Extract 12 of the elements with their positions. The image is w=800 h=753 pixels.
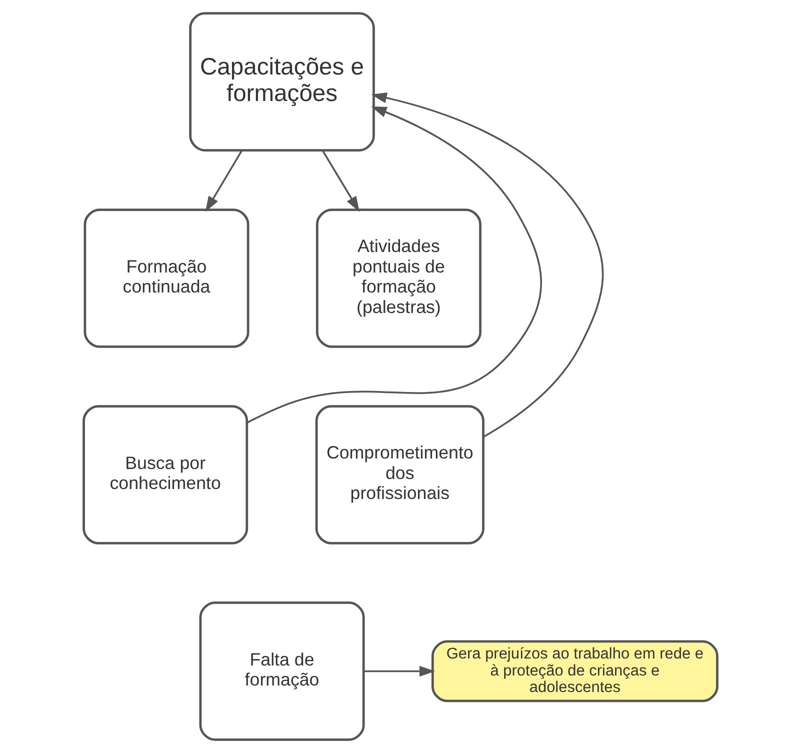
- node-box: Busca por conhecimento: [82, 405, 248, 544]
- node-box: Comprometimento dos profissionais: [314, 405, 484, 544]
- arrow: [204, 150, 242, 212]
- node-box: Formação continuada: [83, 208, 249, 348]
- node-box: Gera prejuízos ao trabalho em rede e à proteção de crianças e adolescentes: [430, 640, 718, 702]
- node-box: Falta de formação: [198, 602, 364, 741]
- arrow: [370, 92, 604, 438]
- node-box: Atividades pontuais de formação (palestras): [315, 208, 481, 348]
- arrow: [363, 666, 434, 677]
- node-box: Capacitações e formações: [188, 12, 374, 152]
- arrow: [246, 106, 542, 424]
- arrow: [321, 150, 359, 212]
